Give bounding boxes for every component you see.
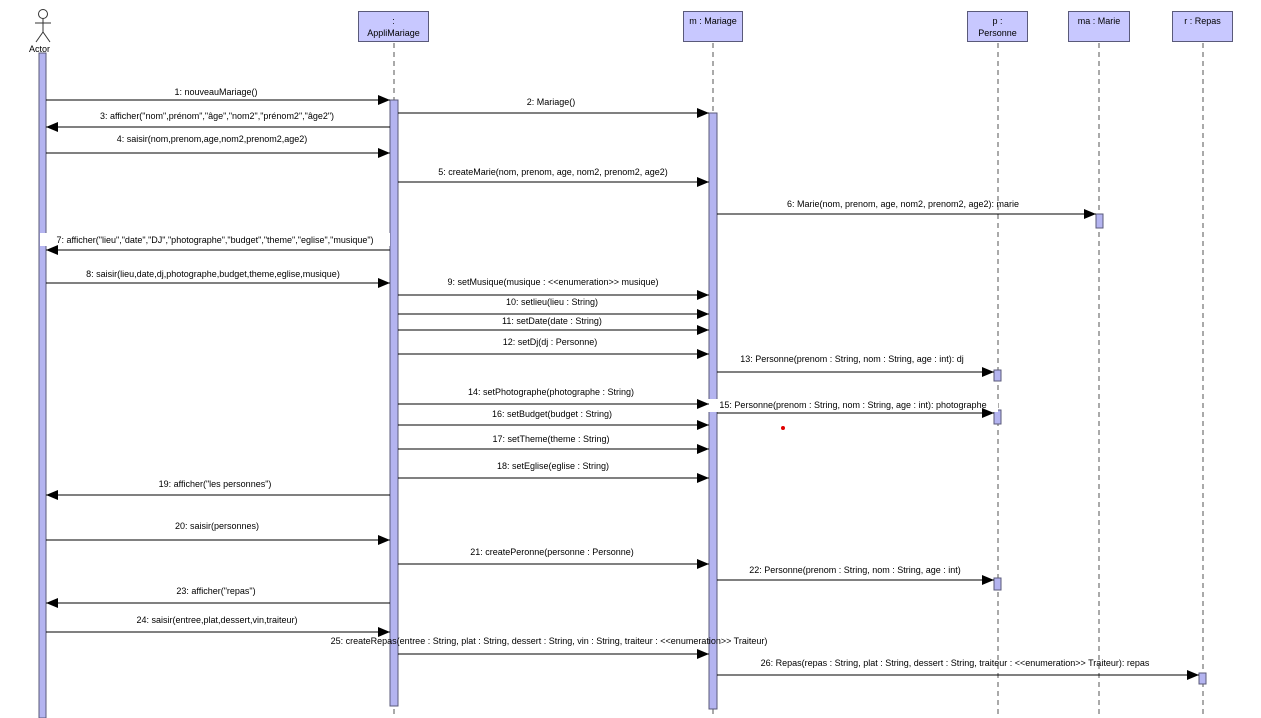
lifeline-mariage[interactable]: m : Mariage [683,11,743,42]
message-16-label[interactable]: 16: setBudget(budget : String) [492,409,612,419]
message-13-label[interactable]: 13: Personne(prenom : String, nom : Stri… [740,354,964,364]
message-15-label[interactable]: 15: Personne(prenom : String, nom : Stri… [719,400,986,410]
message-7-label-background [40,233,390,246]
activation-appli [389,99,399,707]
activation-actor [38,52,47,718]
message-22-label[interactable]: 22: Personne(prenom : String, nom : Stri… [749,565,961,575]
message-21-label[interactable]: 21: createPeronne(personne : Personne) [470,547,634,557]
activation-personne-dj [993,369,1002,382]
message-5-label[interactable]: 5: createMarie(nom, prenom, age, nom2, p… [438,167,668,177]
lifeline-appli-mariage[interactable]: : AppliMariage [358,11,429,42]
activation-repas [1198,672,1207,685]
message-23-label[interactable]: 23: afficher("repas") [176,586,255,596]
marker-dot [781,426,785,430]
activation-personne-photographe [993,409,1002,425]
lifeline-personne-line1: p : [992,15,1003,26]
message-15-label-background [708,399,998,412]
message-6-label[interactable]: 6: Marie(nom, prenom, age, nom2, prenom2… [787,199,1019,209]
message-10-label[interactable]: 10: setlieu(lieu : String) [506,297,598,307]
activation-marie [1095,213,1104,229]
lifeline-appli-line1: : [392,15,395,26]
lifeline-appli-line2: AppliMariage [367,27,420,38]
message-11-label[interactable]: 11: setDate(date : String) [502,316,602,326]
message-8-label[interactable]: 8: saisir(lieu,date,dj,photographe,budge… [86,269,340,279]
lifeline-marie[interactable]: ma : Marie [1068,11,1130,42]
messages-group: 1: nouveauMariage() 2: Mariage() 3: affich… [46,87,1199,680]
message-3-label[interactable]: 3: afficher("nom",prénom","âge","nom2","… [100,111,334,121]
message-14-label[interactable]: 14: setPhotographe(photographe : String) [468,387,634,397]
lifeline-mariage-line1: m : Mariage [689,16,737,26]
message-4-label[interactable]: 4: saisir(nom,prenom,age,nom2,prenom2,ag… [117,134,308,144]
lifeline-personne[interactable]: p : Personne [967,11,1028,42]
message-24-label[interactable]: 24: saisir(entree,plat,dessert,vin,trait… [136,615,297,625]
lifeline-personne-line2: Personne [978,27,1017,38]
message-18-label[interactable]: 18: setEglise(eglise : String) [497,461,609,471]
lifeline-repas-line1: r : Repas [1184,16,1221,26]
actor-label: Actor [29,44,51,54]
lifeline-marie-line1: ma : Marie [1077,16,1121,26]
activation-personne-3 [993,577,1002,591]
message-1-label[interactable]: 1: nouveauMariage() [174,87,257,97]
message-12-label[interactable]: 12: setDj(dj : Personne) [503,337,598,347]
message-2-label[interactable]: 2: Mariage() [527,97,576,107]
message-19-label[interactable]: 19: afficher("les personnes") [159,479,272,489]
message-20-label[interactable]: 20: saisir(personnes) [175,521,259,531]
message-7-label[interactable]: 7: afficher("lieu","date","DJ","photogra… [56,235,373,245]
actor-stick-figure-icon[interactable] [30,8,56,46]
lifeline-repas[interactable]: r : Repas [1172,11,1233,42]
message-25-label[interactable]: 25: createRepas(entree : String, plat : … [331,636,768,646]
message-9-label[interactable]: 9: setMusique(musique : <<enumeration>> … [447,277,658,287]
message-17-label[interactable]: 17: setTheme(theme : String) [492,434,609,444]
message-26-label[interactable]: 26: Repas(repas : String, plat : String,… [761,658,1150,668]
